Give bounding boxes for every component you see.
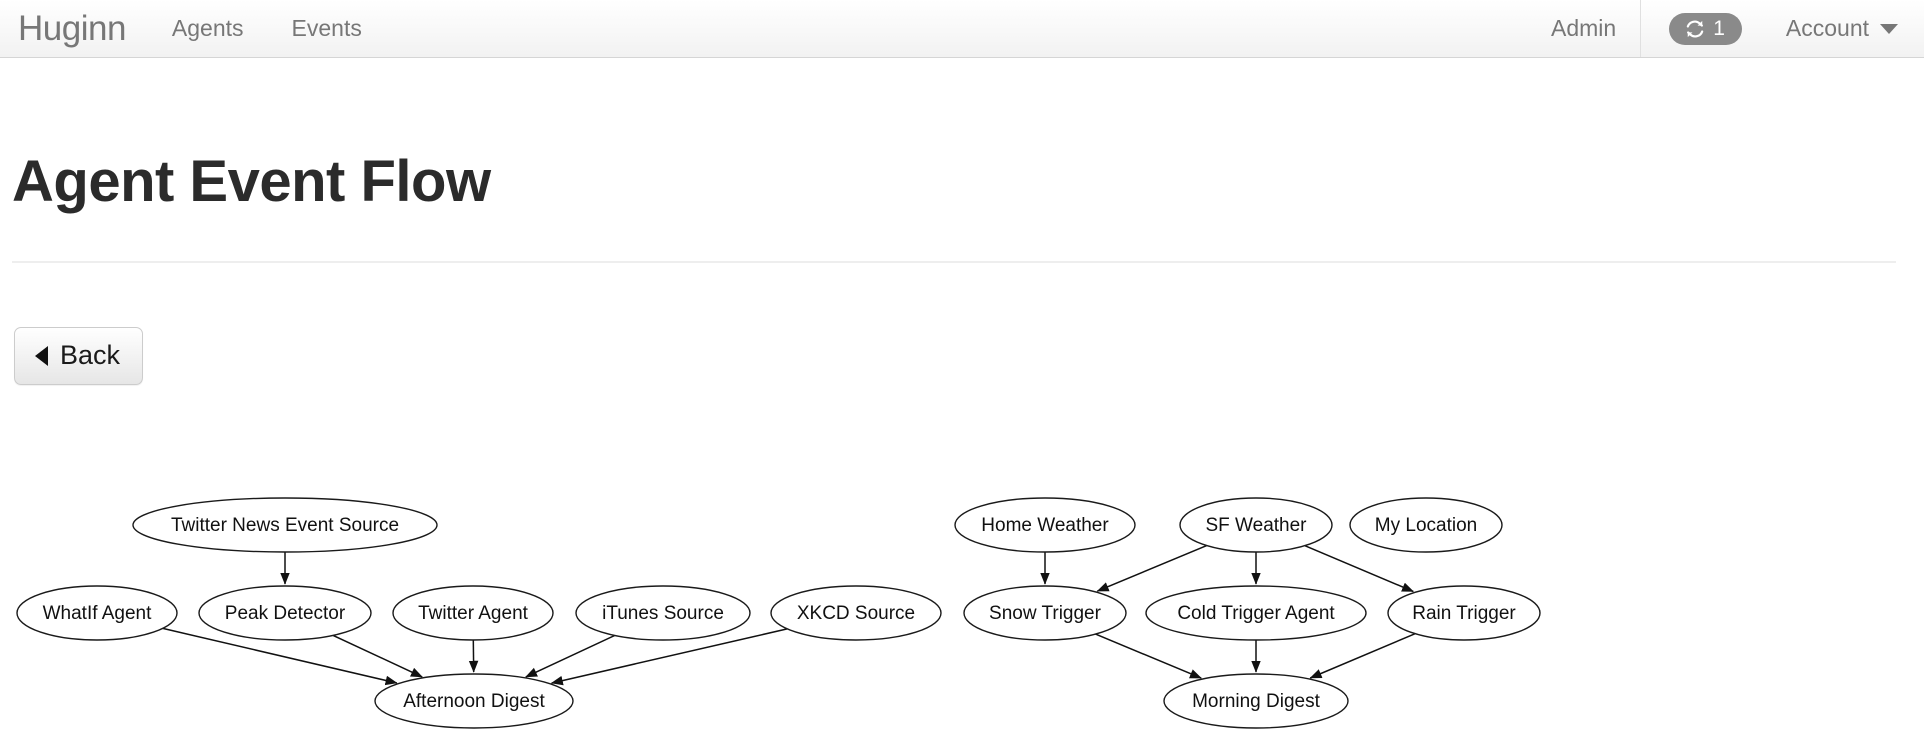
node-label: SF Weather (1205, 515, 1307, 536)
graph-node-my_location[interactable]: My Location (1349, 497, 1503, 553)
graph-edge-whatif_agent-to-afternoon_digest (162, 627, 398, 686)
graph-node-sf_weather[interactable]: SF Weather (1179, 497, 1333, 553)
graph-edge-snow_trigger-to-morning_digest (1095, 633, 1202, 679)
node-label: iTunes Source (602, 603, 724, 624)
graph-node-afternoon_digest[interactable]: Afternoon Digest (374, 673, 574, 729)
node-shape (770, 585, 942, 641)
node-shape (198, 585, 372, 641)
node-shape (392, 585, 554, 641)
node-shape (575, 585, 751, 641)
node-shape (954, 497, 1136, 553)
graph-node-cold_trigger_agent[interactable]: Cold Trigger Agent (1145, 585, 1367, 641)
graph-node-snow_trigger[interactable]: Snow Trigger (963, 585, 1127, 641)
node-shape (1145, 585, 1367, 641)
node-label: My Location (1375, 515, 1477, 536)
node-label: Morning Digest (1192, 691, 1320, 712)
chevron-left-icon (35, 345, 48, 366)
back-button-label: Back (60, 340, 121, 370)
graph-edge-itunes_source-to-afternoon_digest (525, 634, 616, 678)
node-shape (374, 673, 574, 729)
node-label: XKCD Source (797, 603, 915, 624)
refresh-icon (1686, 20, 1704, 37)
graph-node-itunes_source[interactable]: iTunes Source (575, 585, 751, 641)
graph-node-rain_trigger[interactable]: Rain Trigger (1387, 585, 1541, 641)
node-label: Twitter News Event Source (171, 515, 399, 536)
node-label: Peak Detector (225, 603, 346, 624)
account-menu[interactable]: Account (1770, 0, 1924, 57)
node-shape (132, 497, 438, 553)
graph-edge-peak_detector-to-afternoon_digest (332, 634, 423, 678)
graph-node-home_weather[interactable]: Home Weather (954, 497, 1136, 553)
node-label: Home Weather (981, 515, 1109, 536)
graph-node-xkcd_source[interactable]: XKCD Source (770, 585, 942, 641)
graph-edge-sf_weather-to-rain_trigger (1304, 545, 1414, 593)
node-shape (16, 585, 178, 641)
status-badge-count: 1 (1713, 17, 1725, 40)
node-label: Twitter Agent (418, 603, 529, 624)
node-label: Cold Trigger Agent (1177, 603, 1335, 624)
chevron-down-icon (1880, 23, 1898, 34)
worker-status-wrapper[interactable]: 1 (1641, 0, 1770, 57)
nav-item-agents[interactable]: Agents (171, 15, 244, 41)
node-shape (1163, 673, 1349, 729)
header-divider (12, 261, 1896, 263)
nav-item-events[interactable]: Events (291, 15, 362, 41)
nav-item-admin[interactable]: Admin (1551, 15, 1617, 41)
node-label: Rain Trigger (1412, 603, 1516, 624)
secondary-nav: Admin 1 Account (1527, 0, 1924, 57)
node-shape (963, 585, 1127, 641)
nav-divider (1640, 0, 1642, 57)
node-shape (1387, 585, 1541, 641)
graph-node-twitter_agent[interactable]: Twitter Agent (392, 585, 554, 641)
node-label: WhatIf Agent (43, 603, 153, 624)
graph-edge-xkcd_source-to-afternoon_digest (550, 628, 788, 686)
status-badge[interactable]: 1 (1669, 12, 1742, 45)
graph-node-twitter_news_event_source[interactable]: Twitter News Event Source (132, 497, 438, 553)
account-menu-label: Account (1785, 15, 1869, 41)
node-label: Afternoon Digest (403, 691, 545, 712)
node-shape (1349, 497, 1503, 553)
edges-layer (162, 544, 1416, 686)
primary-nav: Agents Events (148, 0, 386, 57)
graph-node-whatif_agent[interactable]: WhatIf Agent (16, 585, 178, 641)
graph-node-morning_digest[interactable]: Morning Digest (1163, 673, 1349, 729)
back-button[interactable]: Back (14, 327, 144, 385)
graph-edge-sf_weather-to-snow_trigger (1096, 544, 1207, 592)
page-title: Agent Event Flow (12, 148, 491, 214)
graph-edge-rain_trigger-to-morning_digest (1309, 633, 1416, 679)
node-shape (1179, 497, 1333, 553)
top-navbar: Huginn Agents Events Admin 1 Account (0, 0, 1924, 58)
graph-node-peak_detector[interactable]: Peak Detector (198, 585, 372, 641)
brand-logo[interactable]: Huginn (18, 9, 126, 48)
node-label: Snow Trigger (989, 603, 1102, 624)
